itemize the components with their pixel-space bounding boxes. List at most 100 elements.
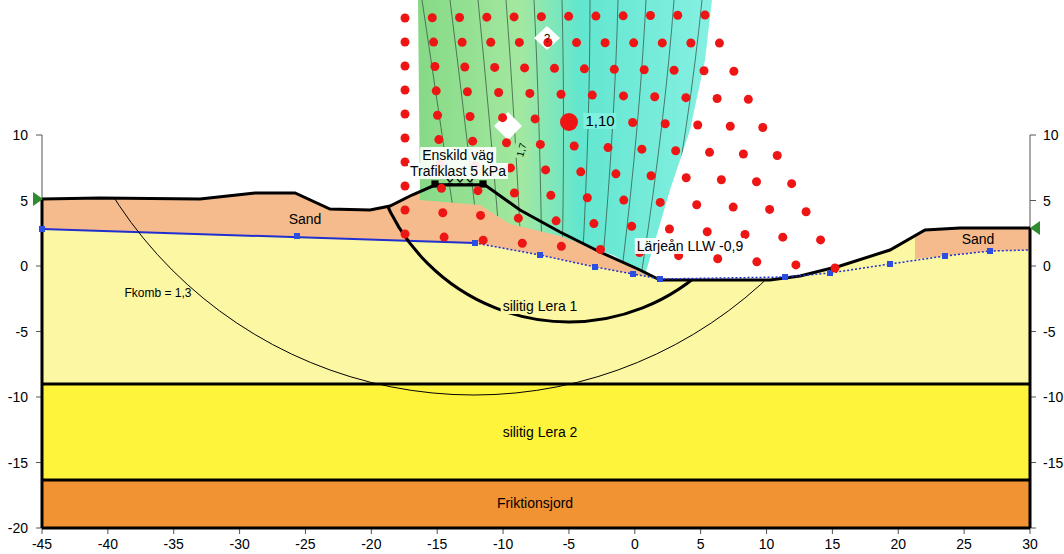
centre-dot: [650, 92, 659, 101]
axis-value: -15: [6, 455, 30, 471]
centre-dot: [686, 39, 695, 48]
contour-value: ?: [542, 30, 552, 46]
centre-dot: [682, 173, 691, 182]
centre-dot: [536, 140, 545, 149]
centre-dot: [637, 145, 646, 154]
layer-boundaries: [42, 185, 1030, 528]
layer-name: silitig Lera 1: [501, 298, 580, 314]
centre-dot: [458, 38, 467, 47]
critical-centre: [560, 113, 578, 131]
blank-cell: [494, 112, 522, 140]
sand-layer: [915, 228, 1030, 259]
centre-dot: [515, 38, 524, 47]
blank-cell: [534, 26, 560, 50]
axis-ticks: [36, 135, 1036, 534]
centre-dot: [627, 222, 636, 231]
axis-value: 15: [823, 536, 843, 552]
friction-soil-layer: [42, 480, 1030, 528]
axis-value: 0: [18, 258, 30, 274]
centre-dot: [463, 87, 472, 96]
centre-dot: [437, 184, 446, 193]
centre-dot: [552, 216, 561, 225]
tick-mark: [36, 135, 42, 136]
centre-dot: [401, 110, 410, 119]
centre-dot: [647, 171, 656, 180]
centre-dot: [739, 149, 748, 158]
boundary-marker: [33, 192, 43, 206]
axis-value: 5: [695, 536, 707, 552]
centre-dot: [531, 114, 540, 123]
axis-value: -10: [1041, 389, 1064, 405]
centre-dot: [570, 141, 579, 150]
layer-name: silitig Lera 2: [501, 424, 580, 440]
centre-dot: [430, 62, 439, 71]
centre-dot: [628, 118, 637, 127]
centre-dot: [713, 254, 722, 263]
centre-dot: [557, 242, 566, 251]
centre-dot: [455, 13, 464, 22]
centre-dot: [401, 14, 410, 23]
safety-factor: 1,10: [583, 113, 616, 129]
centre-dot: [619, 91, 628, 100]
centre-dot: [466, 112, 475, 121]
slip-centre-grid: [401, 11, 840, 273]
centre-dot: [510, 12, 519, 21]
centre-dot: [701, 11, 710, 20]
centre-dot: [629, 38, 638, 47]
contour-line: [662, 0, 702, 270]
centre-dot: [717, 175, 726, 184]
centre-dot: [468, 137, 477, 146]
centre-dot: [699, 66, 708, 75]
centre-dot: [646, 11, 655, 20]
slip-surfaces: [47, 0, 901, 395]
road-name: Enskild väg: [420, 147, 496, 163]
contour-line: [422, 0, 462, 270]
centre-dot: [656, 198, 665, 207]
axis-value: -25: [293, 536, 317, 552]
axis-value: 5: [18, 193, 30, 209]
axis-value: 0: [629, 536, 641, 552]
axis-value: -5: [1041, 324, 1057, 340]
axis-value: -15: [425, 536, 449, 552]
centre-dot: [752, 257, 761, 266]
centre-dot: [537, 12, 546, 21]
centre-dot: [541, 165, 550, 174]
contour-lines: [422, 0, 702, 270]
layer-name: Sand: [960, 231, 997, 247]
centre-dot: [401, 182, 410, 191]
centre-dot: [473, 186, 482, 195]
centre-dot: [476, 211, 485, 220]
centre-dot: [816, 235, 825, 244]
centre-dot: [591, 12, 600, 21]
centre-dot: [765, 205, 774, 214]
centre-dot: [514, 214, 523, 223]
layer-name: Sand: [287, 211, 324, 227]
centre-dot: [601, 38, 610, 47]
centre-dot: [791, 260, 800, 269]
axis-value: -45: [30, 536, 54, 552]
centre-dot: [665, 225, 674, 234]
centre-dot: [588, 91, 597, 100]
tick-mark: [1030, 135, 1036, 136]
contour-line: [562, 0, 564, 270]
contour-line: [622, 0, 646, 270]
contour-line: [450, 0, 482, 270]
centre-dot: [460, 62, 469, 71]
centre-dot: [658, 38, 667, 47]
centre-dot: [604, 143, 613, 152]
centre-dot: [432, 86, 441, 95]
centre-dot: [580, 64, 589, 73]
centre-dot: [557, 90, 566, 99]
centre-dot: [640, 65, 649, 74]
axis-value: -35: [162, 536, 186, 552]
axis: [42, 135, 1030, 528]
axis-value: 25: [954, 536, 974, 552]
centre-dot: [401, 62, 410, 71]
centre-dot: [434, 135, 443, 144]
contour-value: 1,7: [512, 139, 532, 160]
centre-dot: [693, 121, 702, 130]
centre-dot: [583, 193, 592, 202]
centre-dot: [619, 196, 628, 205]
centre-dot: [703, 227, 712, 236]
